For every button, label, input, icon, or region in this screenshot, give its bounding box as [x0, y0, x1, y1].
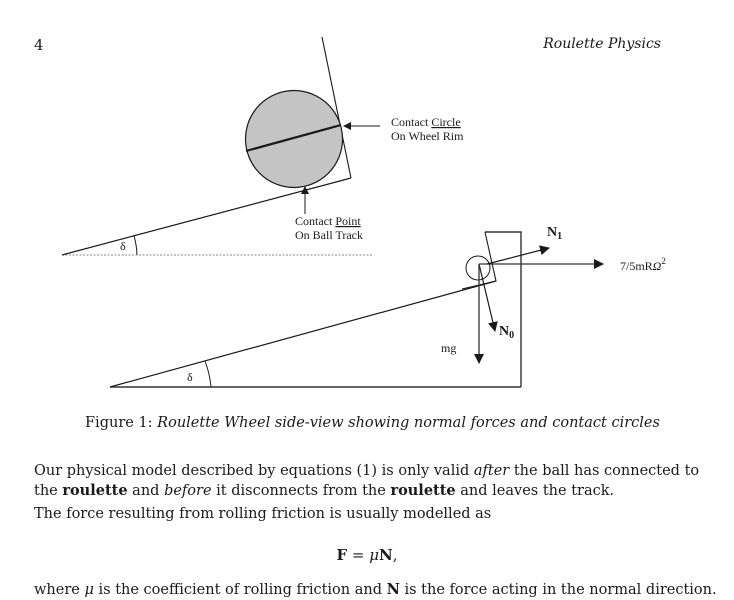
force-mg-label: mg	[441, 341, 456, 355]
text-run: it disconnects from the	[211, 483, 391, 499]
emphasis-before: before	[164, 483, 212, 499]
top-diagram: δ Contact Circle On Wheel Rim Contact Po…	[61, 36, 464, 256]
roulette-figure: δ Contact Circle On Wheel Rim Contact Po…	[61, 36, 666, 388]
tilted-rim	[461, 231, 497, 290]
angle-arc	[133, 235, 138, 256]
wheel-wall	[485, 231, 522, 387]
force-n1-label: N1	[547, 225, 562, 242]
equation-lhs: F	[336, 546, 348, 564]
friction-equation: F = μN,	[0, 546, 734, 564]
angle-label-bottom: δ	[187, 370, 193, 384]
contact-point-label-line2: On Ball Track	[295, 228, 363, 242]
equation-comma: ,	[392, 546, 398, 564]
angle-label-top: δ	[120, 239, 126, 253]
slope-line	[109, 280, 497, 388]
emphasis-after: after	[473, 463, 510, 479]
equation-mu: μ	[369, 546, 379, 564]
figure-caption: Figure 1: Roulette Wheel side-view showi…	[85, 415, 660, 431]
bold-roulette: roulette	[390, 482, 456, 499]
symbol-mu: μ	[84, 582, 94, 598]
paragraph-1-line-1: Our physical model described by equation…	[34, 461, 699, 481]
angle-arc-bottom	[204, 360, 212, 388]
paragraph-2: The force resulting from rolling frictio…	[34, 506, 492, 522]
text-run: and leaves the track.	[455, 483, 615, 499]
caption-text: Roulette Wheel side-view showing normal …	[157, 415, 660, 431]
text-run: and	[127, 483, 165, 499]
running-title: Roulette Physics	[543, 36, 661, 52]
bold-roulette: roulette	[62, 482, 128, 499]
contact-point-label: Contact Point	[295, 214, 361, 228]
bold-n: N	[386, 581, 400, 598]
force-centripetal-label: 7/5mRΩ2	[620, 256, 666, 273]
force-n0-label: N0	[499, 324, 514, 341]
paragraph-1-line-2: the roulette and before it disconnects f…	[34, 481, 614, 501]
text-run: the ball has connected to	[509, 463, 700, 479]
contact-circle-label: Contact Circle	[391, 115, 461, 129]
page-number: 4	[34, 36, 44, 54]
paragraph-3: where μ is the coefficient of rolling fr…	[34, 580, 717, 600]
force-n1-arrow	[486, 245, 550, 265]
text-run: the	[34, 483, 63, 499]
text-run: where	[34, 582, 85, 598]
bottom-diagram: δ 7/5mRΩ2 N1 N0 mg	[109, 225, 666, 388]
force-n0-arrow	[478, 263, 498, 332]
text-run: is the coefficient of rolling friction a…	[93, 582, 387, 598]
text-run: is the force acting in the normal direct…	[399, 582, 717, 598]
contact-circle-label-line2: On Wheel Rim	[391, 129, 464, 143]
ball-small	[465, 255, 491, 281]
text-run: Our physical model described by equation…	[34, 463, 474, 479]
equation-equals: =	[347, 546, 370, 564]
contact-circle-diameter	[245, 123, 342, 153]
wheel-rim-line	[321, 36, 352, 179]
equation-rhs: N	[379, 546, 393, 564]
caption-label: Figure 1:	[85, 415, 153, 431]
